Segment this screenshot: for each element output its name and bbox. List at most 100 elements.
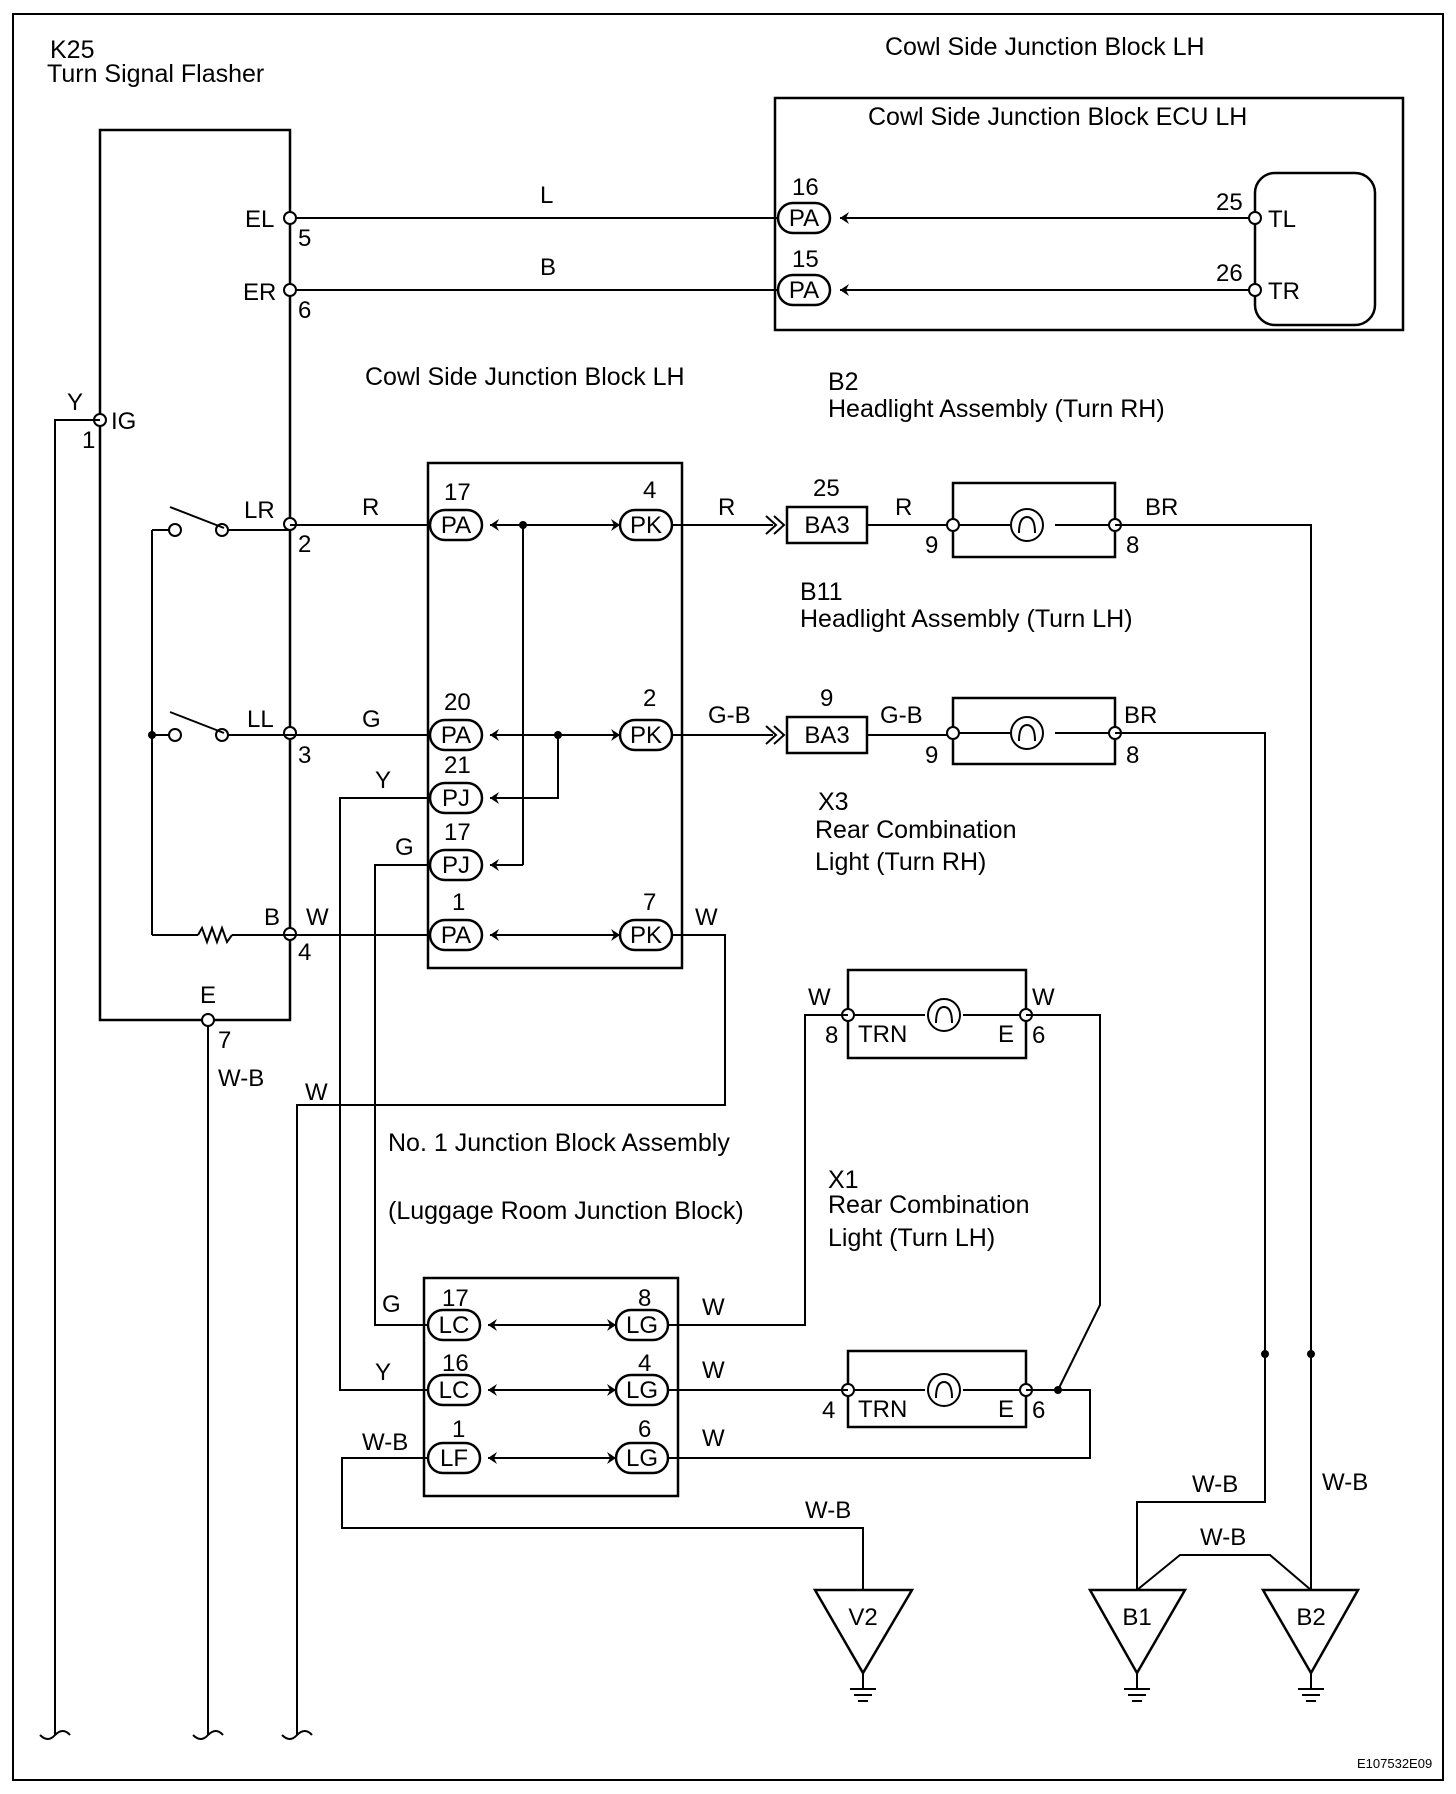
label-lr: LR (244, 497, 275, 524)
connector-lc16: LC 16 (426, 1350, 497, 1407)
svg-text:LG: LG (626, 1312, 658, 1339)
connector-ba3-9: BA3 9 (785, 685, 869, 755)
wire-color-lg4: W (702, 1357, 725, 1384)
switch-ll-contact-a (168, 728, 182, 742)
svg-text:BA3: BA3 (804, 722, 849, 749)
wire-x1-e-lg6 (668, 1389, 1091, 1459)
svg-text:8: 8 (638, 1285, 651, 1312)
pin-x1-in: 4 (822, 1397, 835, 1424)
label-ig: IG (111, 408, 136, 435)
ground-v2: V2 (812, 1588, 915, 1702)
svg-text:4: 4 (638, 1350, 651, 1377)
label-b: B (264, 904, 280, 931)
luggage-jb-line1: No. 1 Junction Block Assembly (388, 1129, 730, 1157)
svg-text:B1: B1 (1122, 1604, 1151, 1631)
wire-break-3 (281, 1730, 313, 1740)
wire-break-2 (192, 1730, 224, 1740)
svg-text:LG: LG (626, 1377, 658, 1404)
svg-text:17: 17 (444, 819, 471, 846)
ground-b1: B1 (1087, 1588, 1188, 1702)
wire-jb-g-to-pj21 (490, 735, 559, 799)
svg-text:15: 15 (792, 246, 819, 273)
wire-color-pk2: G-B (708, 702, 751, 729)
wire-color-v2: W-B (805, 1497, 851, 1524)
arrow-to-ba3 (765, 515, 786, 535)
wire-color-pk4: R (718, 494, 735, 521)
wire-color-w-down: W (305, 1079, 328, 1106)
svg-text:LG: LG (626, 1445, 658, 1472)
svg-text:1: 1 (452, 889, 465, 916)
svg-text:1: 1 (452, 1416, 465, 1443)
b2-name: Headlight Assembly (Turn RH) (828, 395, 1165, 423)
x3-code: X3 (818, 788, 849, 816)
wire-color-lr: R (362, 494, 379, 521)
svg-text:16: 16 (792, 174, 819, 201)
connector-pk7: PK 7 (611, 889, 674, 952)
terminal-ll (283, 726, 297, 740)
svg-text:9: 9 (820, 685, 833, 712)
svg-text:LC: LC (439, 1377, 470, 1404)
pin-b11-out: 8 (1126, 742, 1139, 769)
connector-pa16: PA 16 (776, 174, 849, 235)
flasher-box (98, 128, 292, 1022)
svg-text:16: 16 (442, 1350, 469, 1377)
cowl-jb-title-mid: Cowl Side Junction Block LH (365, 363, 685, 391)
b2-code: B2 (828, 368, 859, 396)
wire-color-x3-out: W (1032, 984, 1055, 1011)
svg-text:2: 2 (643, 685, 656, 712)
svg-text:PA: PA (789, 205, 819, 232)
svg-text:PA: PA (441, 512, 471, 539)
terminal-tr (1248, 283, 1262, 297)
pin-ig: 1 (82, 427, 95, 454)
svg-text:PK: PK (630, 922, 662, 949)
wire-color-b2-ground: W-B (1322, 1469, 1368, 1496)
x1-code: X1 (828, 1166, 859, 1194)
b11-code: B11 (800, 578, 843, 606)
connector-pa1: PA 1 (428, 889, 499, 952)
wire-color-lf1: W-B (362, 1429, 408, 1456)
switch-ll-blade (169, 711, 225, 734)
svg-text:V2: V2 (848, 1604, 877, 1631)
wire-color-b11-ground: W-B (1192, 1471, 1238, 1498)
ecu-title: Cowl Side Junction Block ECU LH (868, 103, 1247, 131)
pin-x3-out: 6 (1032, 1022, 1045, 1049)
ecu-inner-box (1253, 171, 1377, 327)
ground-b2: B2 (1260, 1588, 1361, 1702)
wire-color-pk7: W (695, 904, 718, 931)
svg-text:LC: LC (439, 1312, 470, 1339)
wire-color-lg8: W (702, 1294, 725, 1321)
wire-pj21-to-lc16 (339, 797, 430, 1391)
connector-pa20: PA 20 (428, 689, 499, 752)
switch-lr-contact-a (168, 523, 182, 537)
connector-lg8: LG 8 (607, 1285, 670, 1342)
x3-e-label: E (998, 1021, 1014, 1048)
wire-color-b: B (540, 254, 556, 281)
wire-color-pj21: Y (375, 767, 391, 794)
connector-lf1: LF 1 (426, 1416, 497, 1475)
resistor (197, 925, 233, 945)
svg-text:BA3: BA3 (804, 512, 849, 539)
label-tl: TL (1268, 206, 1296, 233)
cowl-jb-ecu-box (773, 96, 1405, 332)
x3-line1: Rear Combination (815, 816, 1017, 844)
luggage-jb-line2: (Luggage Room Junction Block) (388, 1197, 744, 1225)
figure-id: E107532E09 (1357, 1756, 1432, 1771)
luggage-jb-box (422, 1276, 680, 1498)
wire-color-b-term: W (306, 904, 329, 931)
wire-x3-e (1026, 1014, 1101, 1391)
pin-tr: 26 (1216, 260, 1243, 287)
wire-pj17-to-lc17 (374, 864, 430, 1326)
connector-lc17: LC 17 (426, 1285, 497, 1342)
svg-text:PA: PA (789, 277, 819, 304)
b11-headlight-lamp (946, 696, 1122, 766)
pin-b2-in: 9 (925, 532, 938, 559)
pin-e: 7 (218, 1027, 231, 1054)
connector-pk2: PK 2 (611, 685, 674, 752)
pin-b: 4 (298, 939, 311, 966)
pin-b11-in: 9 (925, 742, 938, 769)
label-ll: LL (247, 706, 274, 733)
wire-color-lc17: G (382, 1291, 401, 1318)
pin-x1-out: 6 (1032, 1397, 1045, 1424)
svg-text:4: 4 (643, 477, 656, 504)
